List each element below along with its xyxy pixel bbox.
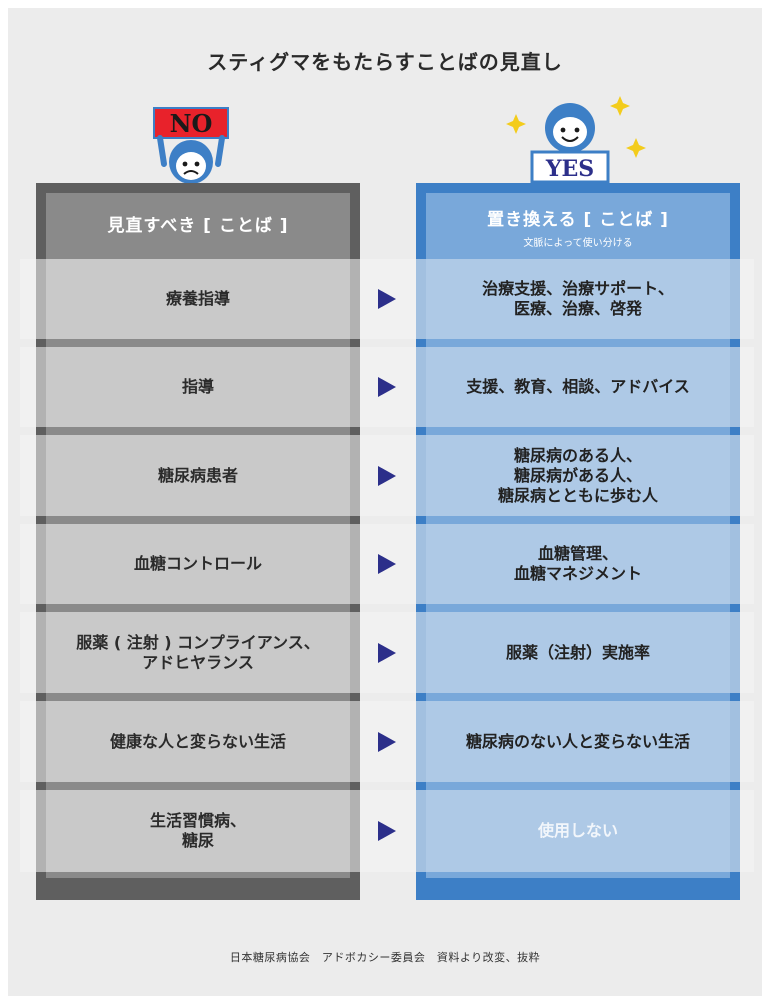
new-word-cell: 糖尿病のある人、 糖尿病がある人、 糖尿病とともに歩む人	[426, 435, 730, 516]
old-word-cell: 療養指導	[46, 259, 350, 339]
old-word-cell: 指導	[46, 347, 350, 427]
new-word-cell: 使用しない	[426, 790, 730, 872]
old-word-cell: 生活習慣病、 糖尿	[46, 790, 350, 872]
no-mascot-eye-right	[194, 161, 200, 167]
arrow-right-icon	[378, 821, 396, 841]
no-mascot-frown-icon	[183, 170, 199, 175]
yes-mascot-face	[553, 117, 587, 147]
new-words-header-title: 置き換える [ ことば ]	[487, 210, 669, 230]
old-word-cell: 服薬 ( 注射 ) コンプライアンス、 アドヒヤランス	[46, 612, 350, 693]
new-words-header-note: 文脈によって使い分ける	[523, 238, 633, 249]
arrow-right-icon	[378, 554, 396, 574]
new-word-cell: 支援、教育、相談、アドバイス	[426, 347, 730, 427]
yes-mascot: YES	[506, 96, 646, 184]
no-mascot-arm-left	[157, 135, 167, 167]
table-row: 糖尿病患者 糖尿病のある人、 糖尿病がある人、 糖尿病とともに歩む人	[20, 435, 754, 516]
source-credit: 日本糖尿病協会 アドボカシー委員会 資料より改変、抜粋	[229, 951, 541, 964]
new-word-cell: 服薬（注射）実施率	[426, 612, 730, 693]
table-row: 血糖コントロール 血糖管理、 血糖マネジメント	[20, 524, 754, 604]
no-sign-label: NO	[170, 109, 213, 138]
star-icon	[506, 114, 526, 134]
yes-sign-board	[530, 150, 610, 184]
old-words-header: 見直すべき [ ことば ]	[46, 193, 350, 255]
table-row: 健康な人と変らない生活 糖尿病のない人と変らない生活	[20, 701, 754, 782]
new-word-cell: 治療支援、治療サポート、 医療、治療、啓発	[426, 259, 730, 339]
no-mascot: NO	[153, 107, 229, 184]
arrow-right-icon	[378, 289, 396, 309]
new-words-header: 置き換える [ ことば ] 文脈によって使い分ける	[426, 193, 730, 255]
yes-mascot-eye-right	[574, 127, 580, 133]
table-row: 生活習慣病、 糖尿 使用しない	[20, 790, 754, 872]
new-word-cell: 血糖管理、 血糖マネジメント	[426, 524, 730, 604]
table-row: 服薬 ( 注射 ) コンプライアンス、 アドヒヤランス 服薬（注射）実施率	[20, 612, 754, 693]
old-word-cell: 糖尿病患者	[46, 435, 350, 516]
arrow-right-icon	[378, 377, 396, 397]
old-word-cell: 血糖コントロール	[46, 524, 350, 604]
star-icon	[626, 138, 646, 158]
yes-mascot-eye-left	[560, 127, 566, 133]
arrow-right-icon	[378, 465, 396, 486]
old-words-header-title: 見直すべき [ ことば ]	[107, 216, 289, 236]
arrow-right-icon	[378, 642, 396, 663]
table-row: 療養指導 治療支援、治療サポート、 医療、治療、啓発	[20, 259, 754, 339]
no-mascot-face	[176, 152, 206, 180]
page-title: スティグマをもたらすことばの見直し	[207, 50, 563, 74]
star-icon	[610, 96, 630, 116]
table-row: 指導 支援、教育、相談、アドバイス	[20, 347, 754, 427]
yes-mascot-smile-icon	[561, 136, 579, 142]
no-mascot-eye-left	[182, 161, 188, 167]
no-mascot-arm-right	[215, 135, 225, 167]
arrow-right-icon	[378, 731, 396, 752]
no-sign-board	[153, 107, 229, 139]
old-word-cell: 健康な人と変らない生活	[46, 701, 350, 782]
new-word-cell: 糖尿病のない人と変らない生活	[426, 701, 730, 782]
yes-sign-label: YES	[545, 156, 594, 182]
